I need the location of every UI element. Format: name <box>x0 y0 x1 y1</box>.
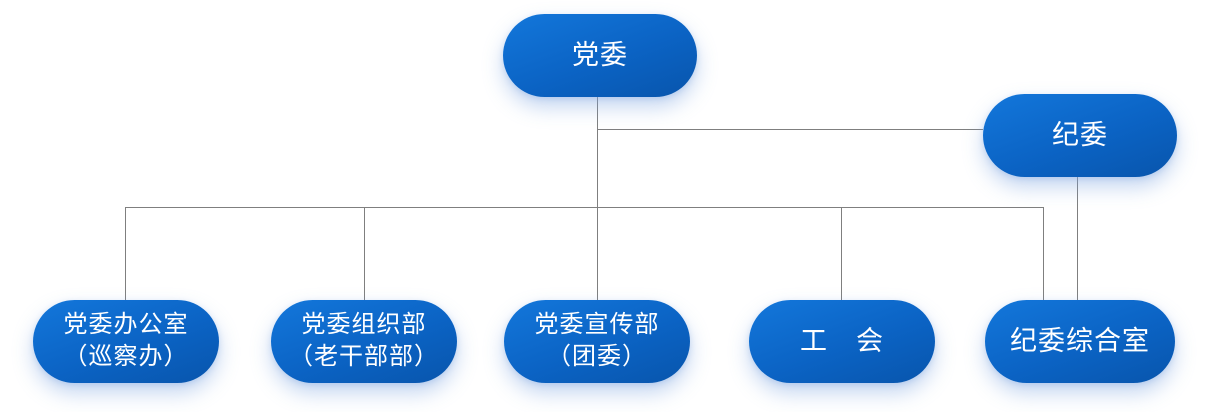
connector-discipline-committee-to-discipline-office <box>1077 177 1078 300</box>
connector-party-committee-to-bus <box>597 97 598 207</box>
node-labor-union-label: 工 会 <box>800 326 884 356</box>
connector-bus-to-discipline-office <box>1043 207 1044 300</box>
node-discipline-office: 纪委综合室 <box>985 300 1175 383</box>
connector-bus-to-labor-union <box>841 207 842 300</box>
connector-horizontal-bus <box>125 207 1043 208</box>
node-propaganda-dept: 党委宣传部 （团委） <box>504 300 690 383</box>
node-party-office: 党委办公室 （巡察办） <box>33 300 219 383</box>
node-party-committee: 党委 <box>503 14 697 97</box>
node-organization-dept-label-line1: 党委组织部 <box>301 312 427 339</box>
connector-bus-to-organization-dept <box>364 207 365 300</box>
node-discipline-committee-label: 纪委 <box>1052 120 1108 150</box>
connector-bus-to-party-office <box>125 207 126 300</box>
connector-bus-to-propaganda-dept <box>597 207 598 300</box>
node-party-office-label-line1: 党委办公室 <box>63 312 189 339</box>
node-labor-union: 工 会 <box>749 300 935 383</box>
node-organization-dept-label-line2: （老干部部） <box>289 343 439 370</box>
node-propaganda-dept-label-line1: 党委宣传部 <box>534 312 660 339</box>
node-organization-dept: 党委组织部 （老干部部） <box>271 300 457 383</box>
connector-party-committee-to-discipline-committee <box>597 129 983 130</box>
node-discipline-office-label: 纪委综合室 <box>1010 326 1150 356</box>
node-party-committee-label: 党委 <box>572 40 628 70</box>
node-propaganda-dept-label-line2: （团委） <box>547 343 647 370</box>
node-party-office-label-line2: （巡察办） <box>63 343 189 370</box>
node-discipline-committee: 纪委 <box>983 94 1177 177</box>
